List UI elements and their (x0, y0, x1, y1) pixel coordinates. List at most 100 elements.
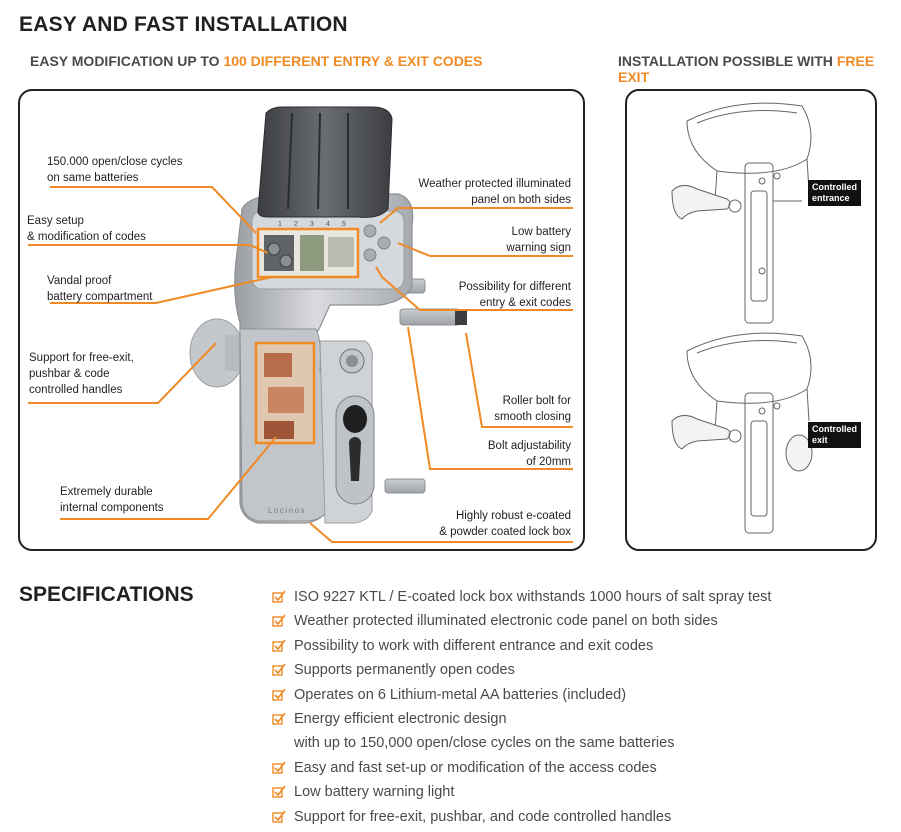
callout-line: & modification of codes (27, 231, 146, 243)
callout-line: battery compartment (47, 291, 153, 303)
keyhole (349, 437, 361, 481)
left-handle (189, 318, 245, 388)
keypad-button (363, 248, 377, 262)
turn-knob-center (346, 355, 358, 367)
spec-item: Weather protected illuminated electronic… (272, 609, 771, 633)
lock-box-outline (744, 392, 774, 534)
screw (758, 407, 766, 415)
callout-durable: Extremely durable internal components (60, 484, 164, 516)
callout-setup: Easy setup & modification of codes (27, 213, 146, 245)
leader-bolt (407, 326, 573, 470)
knob-outline (785, 434, 813, 472)
spec-text: Low battery warning light (294, 784, 455, 801)
keypad-number-row: 1 2 3 4 5 (278, 221, 346, 228)
leader-support (28, 342, 217, 404)
spec-text: Operates on 6 Lithium-metal AA batteries… (294, 686, 627, 703)
handle-rosette (728, 199, 742, 213)
leader-robust (309, 522, 573, 543)
callout-line: panel on both sides (471, 194, 571, 206)
handle-rosette (728, 429, 742, 443)
spec-text: with up to 150,000 open/close cycles on … (294, 735, 675, 752)
handle-outline (671, 185, 731, 220)
specifications-list: ISO 9227 KTL / E-coated lock box withsta… (272, 585, 771, 829)
leader-roller (465, 332, 573, 428)
callout-robust: Highly robust e-coated & powder coated l… (439, 508, 571, 540)
lock-box-outline (744, 162, 774, 324)
leader-vandal (50, 276, 273, 304)
check-icon (272, 614, 286, 628)
diagram-bottom (671, 332, 813, 534)
battery-cell (279, 254, 293, 268)
callout-line: Highly robust e-coated (455, 510, 571, 522)
spec-text: Possibility to work with different entra… (294, 637, 654, 654)
free-exit-diagrams (671, 102, 813, 534)
internal-part (268, 387, 304, 413)
callout-support: Support for free-exit, pushbar & code co… (29, 350, 134, 398)
callout-codes: Possibility for different entry & exit c… (459, 279, 571, 311)
leader-durable (60, 436, 277, 520)
handle-outline (671, 415, 731, 450)
spec-item: Operates on 6 Lithium-metal AA batteries… (272, 683, 771, 707)
check-icon (272, 688, 286, 701)
spec-item: Low battery warning light (272, 780, 771, 804)
screw (758, 177, 766, 185)
right-subtitle-prefix: INSTALLATION POSSIBLE WITH (618, 53, 837, 69)
circuit-module (328, 237, 354, 267)
tag-line: Controlled (812, 182, 857, 192)
spec-item: Supports permanently open codes (272, 658, 771, 682)
keypad-number: 5 (342, 221, 346, 228)
flap-rib (317, 112, 321, 210)
callout-line: pushbar & code (29, 368, 110, 380)
callout-line: on same batteries (47, 172, 139, 184)
tag-line: entrance (812, 193, 850, 203)
rod-bottom (384, 478, 426, 494)
fingerprint-reader (343, 405, 367, 433)
screw (773, 172, 781, 180)
specifications-title: SPECIFICATIONS (19, 583, 194, 606)
spec-item: ISO 9227 KTL / E-coated lock box withsta… (272, 585, 771, 609)
callout-bolt: Bolt adjustability of 20mm (488, 438, 571, 470)
callout-line: Weather protected illuminated (418, 178, 571, 190)
flap-outline (686, 102, 812, 174)
internal-part (264, 421, 294, 439)
callout-line: & powder coated lock box (439, 526, 571, 538)
keypad-number: 4 (326, 221, 330, 228)
callout-battery: Low battery warning sign (506, 224, 571, 256)
callout-line: entry & exit codes (479, 297, 571, 309)
leader-codes (375, 266, 573, 311)
spec-text: Weather protected illuminated electronic… (294, 613, 718, 630)
keypad-number: 2 (294, 221, 298, 228)
check-icon (272, 639, 286, 652)
lock-illustration: 1 2 3 4 5 Locinox (28, 106, 573, 543)
tag-line: Controlled (812, 424, 857, 434)
spec-text: Energy efficient electronic design (294, 711, 507, 728)
check-icon (272, 712, 286, 725)
spec-item: Energy efficient electronic design with … (272, 707, 771, 756)
right-subtitle: INSTALLATION POSSIBLE WITH FREE EXIT (618, 53, 901, 85)
check-icon (272, 785, 286, 798)
cylinder-outline (750, 420, 768, 517)
callout-roller: Roller bolt for smooth closing (494, 393, 571, 425)
callout-line: Possibility for different (458, 281, 571, 293)
spec-item: Possibility to work with different entra… (272, 634, 771, 658)
keypad-button (377, 236, 391, 250)
screw (758, 267, 766, 275)
left-subtitle: EASY MODIFICATION UP TO 100 DIFFERENT EN… (30, 53, 483, 69)
callout-line: smooth closing (494, 411, 571, 423)
brand-mark: Locinox (268, 506, 306, 515)
spec-text: ISO 9227 KTL / E-coated lock box withsta… (294, 589, 772, 605)
callout-line: warning sign (506, 242, 571, 254)
spec-item: Easy and fast set-up or modification of … (272, 756, 771, 780)
diagram-top (671, 102, 812, 324)
roller-end (455, 311, 467, 325)
circuit-board (300, 235, 324, 271)
controlled-exit-tag: Controlled exit (808, 422, 861, 448)
flap-rib (287, 112, 293, 210)
lock-feature-panel: 1 2 3 4 5 Locinox (18, 89, 585, 551)
right-subtitle-highlight: FREE EXIT (618, 53, 875, 85)
callout-line: Extremely durable (60, 486, 153, 498)
check-icon (272, 590, 286, 603)
callout-line: 150.000 open/close cycles (47, 156, 183, 168)
leader-cycles (50, 186, 257, 234)
internal-part (264, 353, 292, 377)
